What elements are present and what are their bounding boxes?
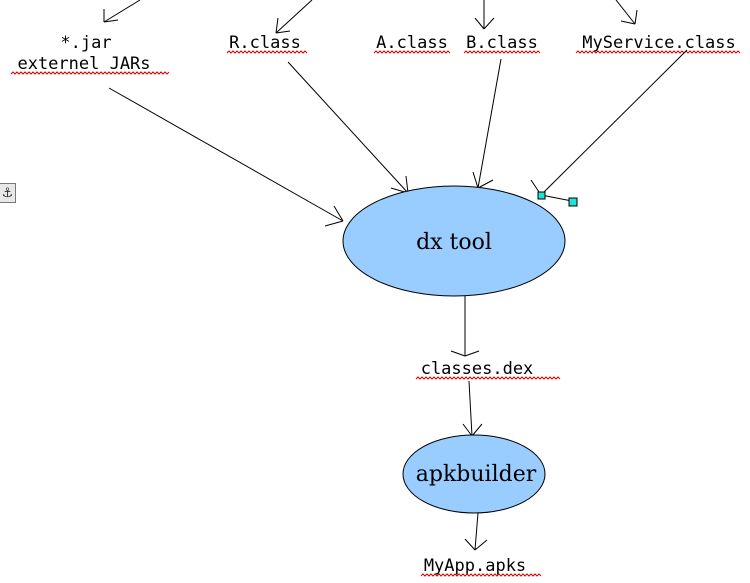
dx-tool-node[interactable] <box>342 185 566 297</box>
arrow-jar-to-dx <box>108 87 344 227</box>
arrow-dx-to-classes-dex <box>450 296 480 357</box>
apkbuilder-node[interactable] <box>402 434 546 514</box>
classes-dex-label: classes.dex <box>421 359 534 379</box>
a-class-label: A.class <box>376 33 448 53</box>
incoming-arrow-jar-top <box>103 0 141 23</box>
arrow-myservice-to-dx <box>530 49 688 202</box>
r-class-label: R.class <box>229 33 301 53</box>
myservice-class-label: MyService.class <box>582 33 736 53</box>
arrow-b-to-dx <box>472 58 502 189</box>
incoming-arrow-myservice-top <box>615 0 638 25</box>
connector-start-handle[interactable] <box>537 191 546 200</box>
b-class-label: B.class <box>466 33 538 53</box>
dx-tool-label: dx tool <box>416 230 492 255</box>
spellcheck-underline <box>415 376 561 380</box>
spellcheck-underline <box>10 71 170 75</box>
connector-end-handle[interactable] <box>568 197 578 207</box>
spellcheck-underline <box>226 50 308 54</box>
apkbuilder-label: apkbuilder <box>416 462 537 487</box>
incoming-arrow-ab-top <box>474 0 495 30</box>
spellcheck-underline <box>575 50 741 54</box>
spellcheck-underline <box>420 573 542 577</box>
jar-label: *.jar <box>60 33 111 53</box>
arrow-r-to-dx <box>287 61 409 194</box>
arrow-apkbuilder-to-myapp <box>464 512 488 551</box>
spellcheck-underline <box>463 50 541 54</box>
external-jars-label: externel JARs <box>17 54 150 74</box>
myapp-apks-label: MyApp.apks <box>424 556 526 576</box>
spellcheck-underline <box>373 50 451 54</box>
anchor-icon[interactable]: ⚓ <box>0 183 16 203</box>
incoming-arrow-r-top <box>275 0 313 34</box>
arrow-classes-dex-to-apkbuilder <box>462 380 483 437</box>
